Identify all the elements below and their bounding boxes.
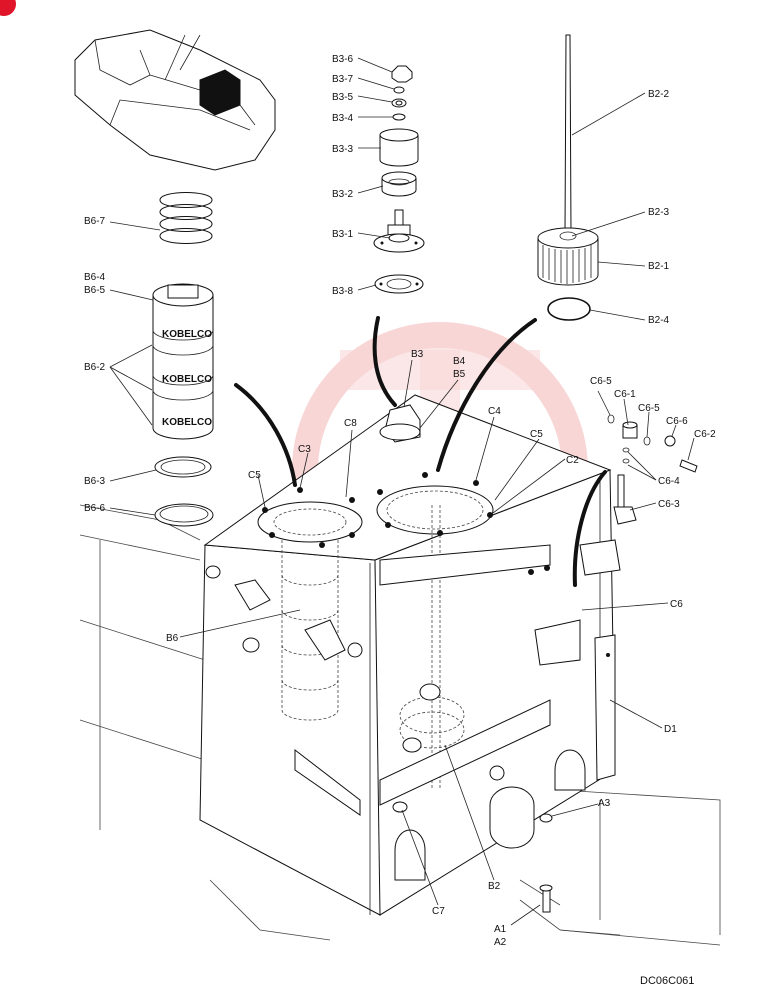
filter-brand-3: KOBELCO xyxy=(162,417,212,428)
label-c6-4: C6-4 xyxy=(658,476,680,487)
label-c6-3: C6-3 xyxy=(658,499,680,510)
label-b3: B3 xyxy=(411,349,424,360)
label-c6-1: C6-1 xyxy=(614,389,636,400)
label-b6-3: B6-3 xyxy=(84,476,106,487)
label-c6-5-right: C6-5 xyxy=(638,403,660,414)
label-b2: B2 xyxy=(488,881,501,892)
label-b6-6: B6-6 xyxy=(84,503,106,514)
label-c7: C7 xyxy=(432,906,445,917)
label-c6: C6 xyxy=(670,599,683,610)
hydraulic-tank xyxy=(199,394,621,916)
label-b2-4: B2-4 xyxy=(648,315,670,326)
label-b2-3: B2-3 xyxy=(648,207,670,218)
label-c5-left: C5 xyxy=(248,470,261,481)
assembly-arrows xyxy=(234,316,607,587)
label-b3-5: B3-5 xyxy=(332,92,354,103)
label-a1: A1 xyxy=(494,924,507,935)
label-b6-7: B6-7 xyxy=(84,216,106,227)
label-b2-1: B2-1 xyxy=(648,261,670,272)
label-a2: A2 xyxy=(494,937,507,948)
corner-badge xyxy=(0,0,16,16)
label-b3-7: B3-7 xyxy=(332,74,354,85)
label-c5-right: C5 xyxy=(530,429,543,440)
filter-brand-2: KOBELCO xyxy=(162,374,212,385)
label-b6-4: B6-4 xyxy=(84,272,106,283)
label-c8: C8 xyxy=(344,418,357,429)
label-b3-4: B3-4 xyxy=(332,113,354,124)
label-b4: B4 xyxy=(453,356,466,367)
label-b5: B5 xyxy=(453,369,466,380)
label-b3-6: B3-6 xyxy=(332,54,354,65)
label-c6-5-left: C6-5 xyxy=(590,376,612,387)
label-b2-2: B2-2 xyxy=(648,89,670,100)
part-labels: B3-6 B3-7 B3-5 B3-4 B3-3 B3-2 B3-1 B3-8 … xyxy=(84,54,716,948)
label-c4: C4 xyxy=(488,406,501,417)
label-c6-6: C6-6 xyxy=(666,416,688,427)
label-d1: D1 xyxy=(664,724,677,735)
label-b3-3: B3-3 xyxy=(332,144,354,155)
leader-lines xyxy=(109,57,695,926)
label-b3-1: B3-1 xyxy=(332,229,354,240)
cab-outline xyxy=(74,29,276,171)
label-c2: C2 xyxy=(566,455,579,466)
label-b6-5: B6-5 xyxy=(84,285,106,296)
label-c6-2: C6-2 xyxy=(694,429,716,440)
label-b6-2: B6-2 xyxy=(84,362,106,373)
filter-brand-1: KOBELCO xyxy=(162,329,212,340)
breather-b3-parts xyxy=(373,65,425,294)
drain-c6-parts xyxy=(607,414,698,525)
label-b3-2: B3-2 xyxy=(332,189,354,200)
label-a3: A3 xyxy=(598,798,611,809)
filter-b6-parts xyxy=(152,192,214,527)
label-b3-8: B3-8 xyxy=(332,286,354,297)
drawing-code: DC06C061 xyxy=(640,975,695,987)
label-c3: C3 xyxy=(298,444,311,455)
label-b6: B6 xyxy=(166,633,179,644)
dipstick-b2-parts xyxy=(537,34,599,321)
